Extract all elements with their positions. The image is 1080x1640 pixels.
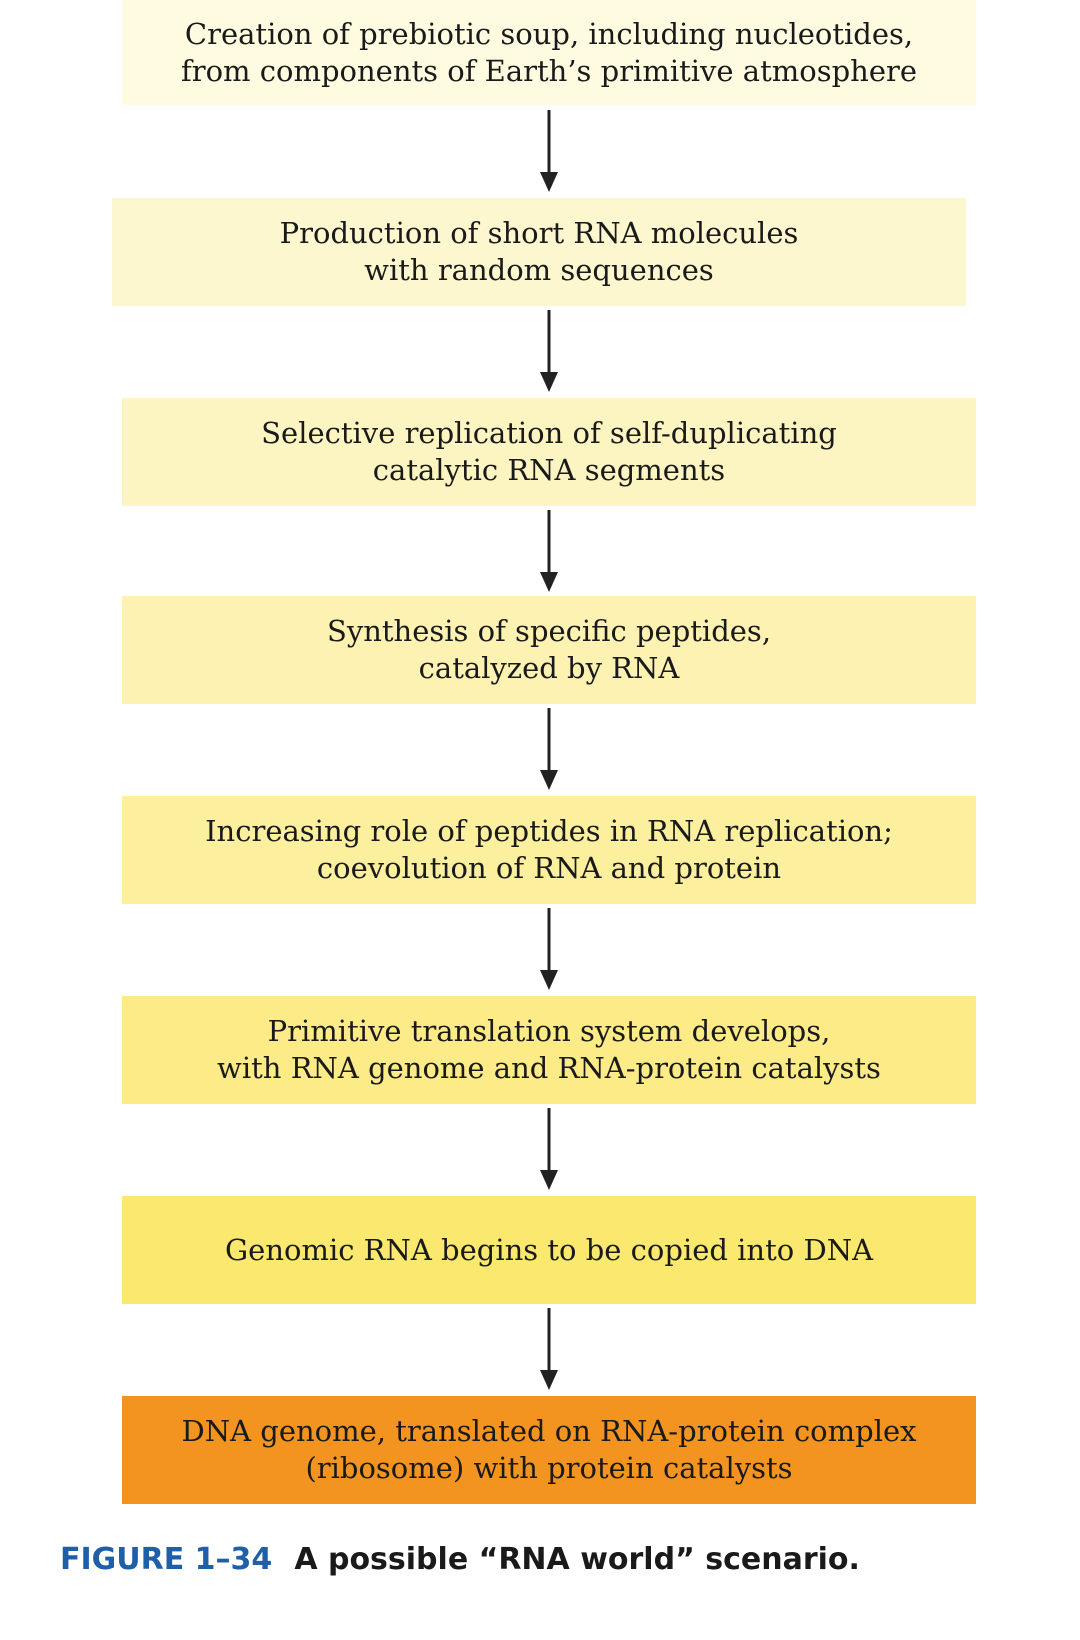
step-box-8: DNA genome, translated on RNA-protein co… xyxy=(122,1396,976,1504)
arrow-3 xyxy=(538,510,560,592)
arrow-4 xyxy=(538,708,560,790)
step-box-2: Production of short RNA molecules with r… xyxy=(112,198,966,306)
step-text-2: Production of short RNA molecules with r… xyxy=(279,216,799,287)
step-box-5: Increasing role of peptides in RNA repli… xyxy=(122,796,976,904)
step-text-6: Primitive translation system develops, w… xyxy=(217,1014,881,1085)
arrow-5 xyxy=(538,908,560,990)
step-box-3: Selective replication of self-duplicatin… xyxy=(122,398,976,506)
step-text-4: Synthesis of specific peptides, catalyze… xyxy=(326,614,772,685)
step-box-1: Creation of prebiotic soup, including nu… xyxy=(122,0,976,105)
step-box-4: Synthesis of specific peptides, catalyze… xyxy=(122,596,976,704)
arrow-7 xyxy=(538,1308,560,1390)
arrow-2 xyxy=(538,310,560,392)
step-text-3: Selective replication of self-duplicatin… xyxy=(261,416,837,487)
arrow-6 xyxy=(538,1108,560,1190)
figure-title: A possible “RNA world” scenario. xyxy=(294,1542,860,1577)
figure-caption: FIGURE 1–34 A possible “RNA world” scenar… xyxy=(60,1542,860,1577)
arrow-1 xyxy=(538,110,560,192)
figure-number: FIGURE 1–34 xyxy=(60,1542,273,1577)
step-box-6: Primitive translation system develops, w… xyxy=(122,996,976,1104)
step-text-5: Increasing role of peptides in RNA repli… xyxy=(205,814,893,885)
step-text-8: DNA genome, translated on RNA-protein co… xyxy=(181,1414,917,1485)
step-text-7: Genomic RNA begins to be copied into DNA xyxy=(224,1232,874,1267)
step-box-7: Genomic RNA begins to be copied into DNA xyxy=(122,1196,976,1304)
step-text-1: Creation of prebiotic soup, including nu… xyxy=(180,16,918,88)
